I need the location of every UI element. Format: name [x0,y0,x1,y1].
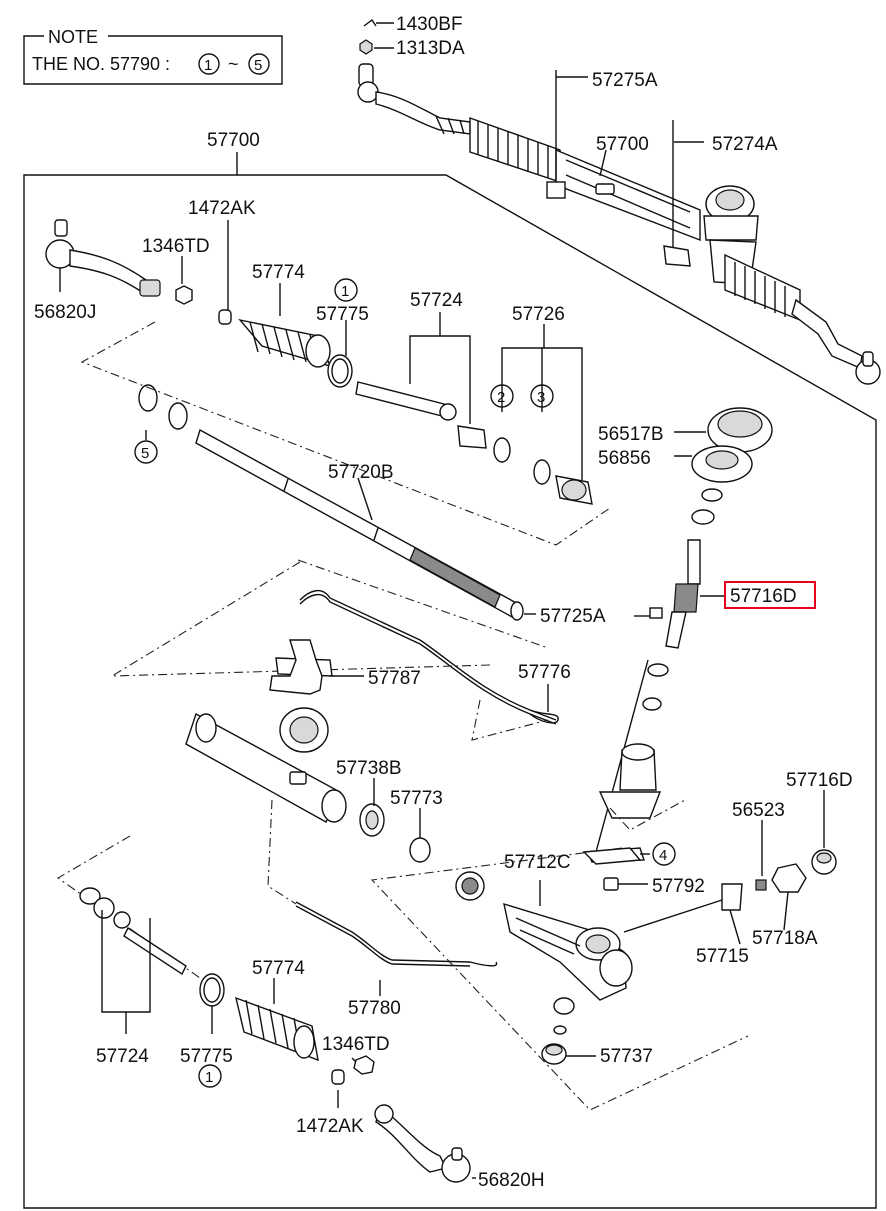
label-56517B: 56517B [598,424,664,445]
label-57774-low: 57774 [252,958,305,979]
label-1472AK-top: 1472AK [188,198,256,219]
label-56820J: 56820J [34,302,96,323]
callout-3: 3 [537,389,545,406]
callout-5: 5 [141,445,149,462]
label-57712C: 57712C [504,852,571,873]
leader-lines [59,22,825,1179]
label-57718A: 57718A [752,928,818,949]
boot-57774-low-illustration [235,996,319,1062]
tie-rod-end-56820J-illustration [45,219,161,297]
label-1346TD-top: 1346TD [142,236,210,257]
rack-57720B-illustration [195,428,524,621]
nut-1346TD-top-illustration [175,285,193,305]
clip-1472AK-low-illustration [331,1069,345,1085]
circled-callouts: 1 2 3 5 4 1 [134,278,676,1088]
boot-57774-top-illustration [238,318,332,368]
label-57774-top: 57774 [252,262,305,283]
inner-tie-rod-57724-top-illustration [355,381,487,449]
label-57700-frame: 57700 [207,130,260,151]
label-1313DA: 1313DA [396,38,465,59]
pipe-57776-illustration [299,590,559,725]
note-heading: NOTE [48,27,98,47]
label-57780: 57780 [348,998,401,1019]
label-57776: 57776 [518,662,571,683]
housing-tube-illustration [185,712,347,823]
bolt-57725A-illustration [649,607,663,619]
assembly-frame [23,152,877,1209]
seal-57738B-illustration [359,803,385,837]
pipe-57780-illustration [267,799,498,967]
callout-1-low: 1 [205,1069,213,1086]
note-range-end: 5 [254,57,262,74]
callout-4: 4 [659,847,667,864]
note-text: THE NO. 57790 : [32,54,170,74]
part-labels: 1430BF 1313DA 57275A 57700 57700 57274A … [34,14,853,1191]
label-57773: 57773 [390,788,443,809]
label-57720B: 57720B [328,462,394,483]
label-57738B: 57738B [336,758,402,779]
pipe-dash-frame [109,559,549,741]
band-57775-top-illustration [327,354,353,388]
nut-57718A-illustration [771,863,807,893]
label-1346TD-low: 1346TD [322,1034,390,1055]
callout-2: 2 [497,389,505,406]
clip-1472AK-top-illustration [218,309,232,325]
pinion-57716D-illustration [665,488,723,649]
note-range-start: 1 [204,57,212,74]
label-57700-assembly: 57700 [596,134,649,155]
label-57737: 57737 [600,1046,653,1067]
o-rings-and-bushing-57726-illustration [493,437,593,505]
label-57775-low: 57775 [180,1046,233,1067]
yoke-57715-illustration [721,883,743,911]
lower-dash-frame [56,835,201,979]
label-57274A: 57274A [712,134,778,155]
label-1472AK-low: 1472AK [296,1116,364,1137]
rack-dash-frame [80,321,611,546]
label-57775-top: 57775 [316,304,369,325]
label-57716D-selected: 57716D [730,586,797,607]
label-57715: 57715 [696,946,749,967]
label-57716D-low: 57716D [786,770,853,791]
band-57775-low-illustration [199,973,225,1007]
o-ring-57773-illustration [409,837,431,863]
label-57792: 57792 [652,876,705,897]
label-56820H: 56820H [478,1170,545,1191]
assembly-overview-illustration [357,18,881,385]
seal-56856-illustration [691,445,753,483]
note-box: NOTE THE NO. 57790 : 1 ~ 5 [23,27,283,85]
valve-dash-frame [370,799,749,1111]
label-57724-low: 57724 [96,1046,149,1067]
valve-housing-illustration [586,659,669,863]
inner-tie-rod-57724-low-illustration [79,887,187,976]
label-57725A: 57725A [540,606,606,627]
label-1430BF: 1430BF [396,14,463,35]
note-range-sep: ~ [228,54,239,74]
screw-56523-illustration [755,879,767,891]
cap-57716D-low-illustration [811,849,837,875]
gear-housing-57712C-illustration [455,871,633,1065]
gasket-4-illustration [582,847,642,865]
callout-1-top: 1 [341,283,349,300]
o-rings-5-illustration [138,384,188,430]
label-57275A: 57275A [592,70,658,91]
bearing-56517B-illustration [707,407,773,453]
label-57724-top: 57724 [410,290,463,311]
label-57787: 57787 [368,668,421,689]
nut-1346TD-low-illustration [353,1055,375,1075]
selected-part-highlight[interactable] [724,581,816,609]
clamp-57787-illustration [269,639,333,753]
label-56523: 56523 [732,800,785,821]
tie-rod-end-56820H-illustration [374,1104,471,1183]
label-56856: 56856 [598,448,651,469]
label-57726: 57726 [512,304,565,325]
